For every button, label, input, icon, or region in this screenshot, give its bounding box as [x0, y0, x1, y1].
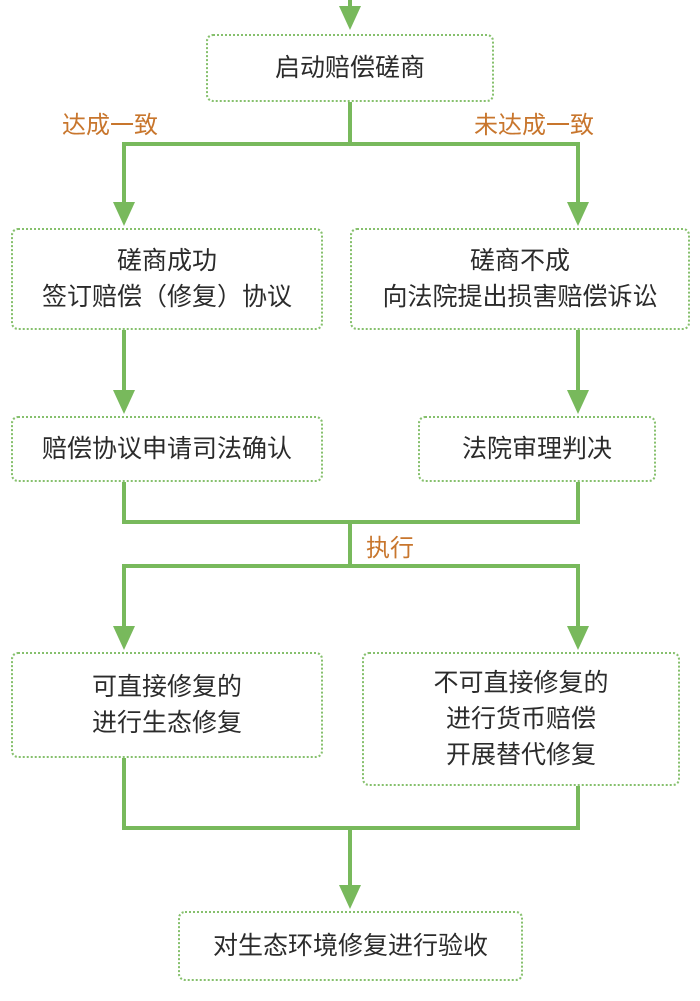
success-node: 磋商成功 签订赔偿（修复）协议	[11, 228, 323, 330]
arrowhead-judgment	[567, 390, 589, 414]
indirect-repair-node-line: 进行货币赔偿	[445, 704, 596, 733]
acceptance-node: 对生态环境修复进行验收	[178, 911, 523, 981]
direct-repair-node: 可直接修复的 进行生态修复	[11, 652, 323, 758]
arrowhead-failure	[567, 202, 589, 226]
indirect-repair-node-line: 开展替代修复	[445, 740, 596, 769]
disagree-label: 未达成一致	[474, 111, 594, 139]
start-node-line: 启动赔偿磋商	[274, 53, 425, 82]
arrowhead-success	[113, 202, 135, 226]
agree-label: 达成一致	[62, 111, 158, 139]
judgment-node: 法院审理判决	[418, 416, 656, 482]
indirect-repair-node-line: 不可直接修复的	[433, 668, 609, 697]
arrowhead-top	[339, 6, 361, 30]
success-node-line: 磋商成功	[116, 246, 217, 275]
arrowhead-confirm	[113, 390, 135, 414]
arrowhead-direct-repair	[113, 626, 135, 650]
direct-repair-node-line: 可直接修复的	[91, 672, 242, 701]
failure-node: 磋商不成 向法院提出损害赔偿诉讼	[350, 228, 690, 330]
failure-node-line: 磋商不成	[469, 246, 570, 275]
execute-label: 执行	[366, 534, 414, 562]
arrowhead-indirect-repair	[567, 626, 589, 650]
judgment-node-line: 法院审理判决	[461, 434, 612, 463]
success-node-line: 签订赔偿（修复）协议	[41, 282, 292, 311]
direct-repair-node-line: 进行生态修复	[91, 708, 242, 737]
confirm-node: 赔偿协议申请司法确认	[11, 416, 323, 482]
arrowhead-acceptance	[339, 885, 361, 909]
failure-node-line: 向法院提出损害赔偿诉讼	[382, 282, 658, 311]
acceptance-node-line: 对生态环境修复进行验收	[212, 931, 488, 960]
indirect-repair-node: 不可直接修复的 进行货币赔偿 开展替代修复	[362, 652, 680, 786]
start-node: 启动赔偿磋商	[206, 34, 494, 102]
connector-merge-execute	[122, 480, 580, 524]
confirm-node-line: 赔偿协议申请司法确认	[41, 434, 292, 463]
